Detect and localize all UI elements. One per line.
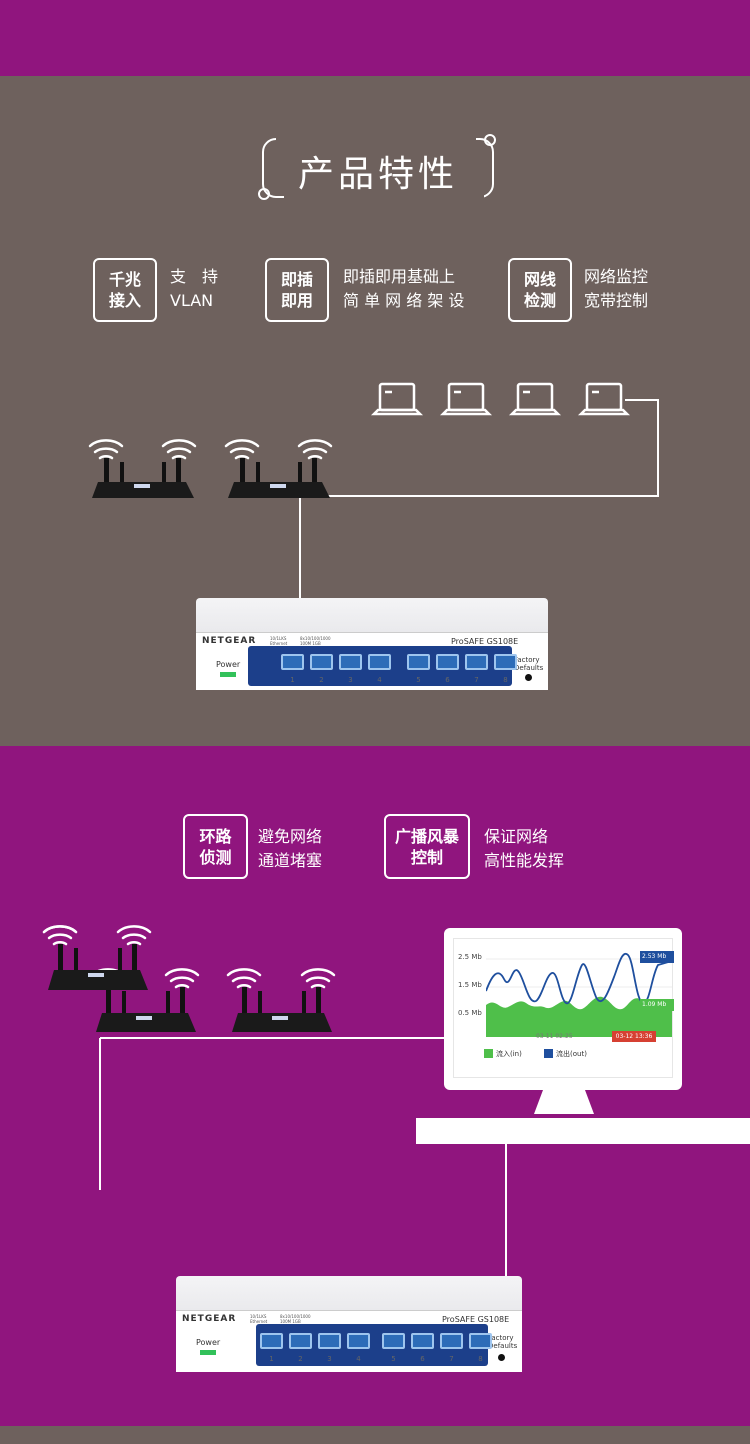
power-label: Power — [196, 1338, 221, 1347]
ethernet-port — [382, 1333, 405, 1349]
feature-badge-loop-detect: 环路 侦测 — [183, 814, 248, 879]
ethernet-port — [494, 654, 517, 670]
router-icon — [96, 987, 196, 1032]
port-number: 5 — [416, 676, 421, 684]
legend-in-checkbox[interactable] — [484, 1049, 493, 1058]
feature-badge-broadcast-storm: 广播风暴 控制 — [384, 814, 470, 879]
port-number: 6 — [445, 676, 450, 684]
feature-desc-gigabit: 支 持 VLAN — [170, 267, 219, 310]
port-number: 7 — [449, 1355, 454, 1363]
ethernet-port — [339, 654, 362, 670]
flag-bottom: 1.09 Mb — [640, 999, 674, 1011]
router-icon — [92, 458, 194, 498]
router-icon — [48, 944, 148, 990]
switch-brand: NETGEAR — [202, 636, 257, 646]
laptop-icon — [508, 382, 562, 416]
traffic-chart: 2.5 Mb 1.5 Mb 0.5 Mb 2.53 Mb 1.09 Mb 03-… — [453, 938, 674, 1078]
power-label: Power — [216, 660, 241, 669]
ethernet-port — [440, 1333, 463, 1349]
laptop-icon — [577, 382, 631, 416]
network-diagram-2 — [42, 925, 507, 1300]
x-label-right: 03-12 13:36 — [612, 1031, 656, 1042]
port-number: 8 — [503, 676, 508, 684]
ethernet-port — [411, 1333, 434, 1349]
monitor: 2.5 Mb 1.5 Mb 0.5 Mb 2.53 Mb 1.09 Mb 03-… — [444, 928, 682, 1090]
port-number: 1 — [290, 676, 295, 684]
ethernet-port — [368, 654, 391, 670]
power-led — [200, 1350, 216, 1355]
port-number: 4 — [377, 676, 382, 684]
port-number: 3 — [348, 676, 353, 684]
port-number: 1 — [269, 1355, 274, 1363]
y-tick: 1.5 Mb — [458, 981, 482, 989]
ethernet-port — [347, 1333, 370, 1349]
laptop-icon — [439, 382, 493, 416]
port-number: 7 — [474, 676, 479, 684]
feature-desc-loop-detect: 避免网络 通道堵塞 — [258, 827, 323, 870]
port-number: 8 — [478, 1355, 483, 1363]
flag-top: 2.53 Mb — [640, 951, 674, 963]
monitor-stand — [534, 1090, 594, 1114]
router-icon — [232, 987, 332, 1032]
title-frame — [262, 136, 494, 200]
ethernet-port — [465, 654, 488, 670]
switch-model: ProSAFE GS108E — [442, 1315, 510, 1324]
network-diagram-1 — [88, 382, 659, 600]
switch-brand: NETGEAR — [182, 1314, 237, 1324]
port-number: 2 — [319, 676, 324, 684]
section-title: 产品特性 — [297, 154, 458, 195]
title-corner-dot — [258, 188, 270, 200]
switch-model: ProSAFE GS108E — [451, 637, 519, 646]
feature-badge-cable-test: 网线 检测 — [508, 258, 572, 322]
y-tick: 2.5 Mb — [458, 953, 482, 961]
series-in — [486, 996, 672, 1037]
factory-defaults-label: Factory Defaults — [488, 1334, 518, 1350]
wifi-signal-icon — [88, 439, 333, 460]
ethernet-port — [436, 654, 459, 670]
feature-desc-broadcast-storm: 保证网络 高性能发挥 — [484, 827, 565, 870]
port-number: 3 — [327, 1355, 332, 1363]
factory-defaults-label: Factory Defaults — [514, 656, 544, 672]
legend-out-label: 流出(out) — [556, 1050, 587, 1058]
legend-in-label: 流入(in) — [496, 1050, 522, 1058]
x-label-left: 03-11 02:25 — [536, 1033, 573, 1040]
ethernet-port — [281, 654, 304, 670]
switch-led-text: 8x10/100/1000 100M 1GB — [280, 1314, 311, 1324]
feature-desc-plug-and-play: 即插即用基础上 简 单 网 络 架 设 — [343, 267, 465, 310]
feature-badge-gigabit: 千兆 接入 — [93, 258, 157, 322]
reset-button[interactable] — [498, 1354, 505, 1361]
port-number: 5 — [391, 1355, 396, 1363]
bottom-band — [0, 1426, 750, 1444]
switch-led-text: 10/1LKS Ethernet — [270, 636, 288, 646]
ethernet-port — [318, 1333, 341, 1349]
laptop-icon — [370, 382, 424, 416]
port-number: 2 — [298, 1355, 303, 1363]
y-tick: 0.5 Mb — [458, 1009, 482, 1017]
port-number: 4 — [356, 1355, 361, 1363]
feature-badge-plug-and-play: 即插 即用 — [265, 258, 329, 322]
switch-led-text: 10/1LKS Ethernet — [250, 1314, 268, 1324]
power-led — [220, 672, 236, 677]
network-switch: NETGEAR ProSAFE GS108E 10/1LKS Ethernet … — [196, 598, 548, 690]
series-out — [486, 952, 672, 1004]
desk-shelf — [416, 1118, 750, 1144]
top-band — [0, 0, 750, 76]
switch-led-text: 8x10/100/1000 100M 1GB — [300, 636, 331, 646]
ethernet-port — [407, 654, 430, 670]
port-number: 6 — [420, 1355, 425, 1363]
ethernet-port — [289, 1333, 312, 1349]
reset-button[interactable] — [525, 674, 532, 681]
ethernet-port — [310, 654, 333, 670]
title-corner-dot — [484, 134, 496, 146]
router-icon — [228, 458, 330, 498]
legend-out-checkbox[interactable] — [544, 1049, 553, 1058]
ethernet-port — [260, 1333, 283, 1349]
ethernet-port — [469, 1333, 492, 1349]
feature-desc-cable-test: 网络监控 宽带控制 — [584, 267, 649, 310]
